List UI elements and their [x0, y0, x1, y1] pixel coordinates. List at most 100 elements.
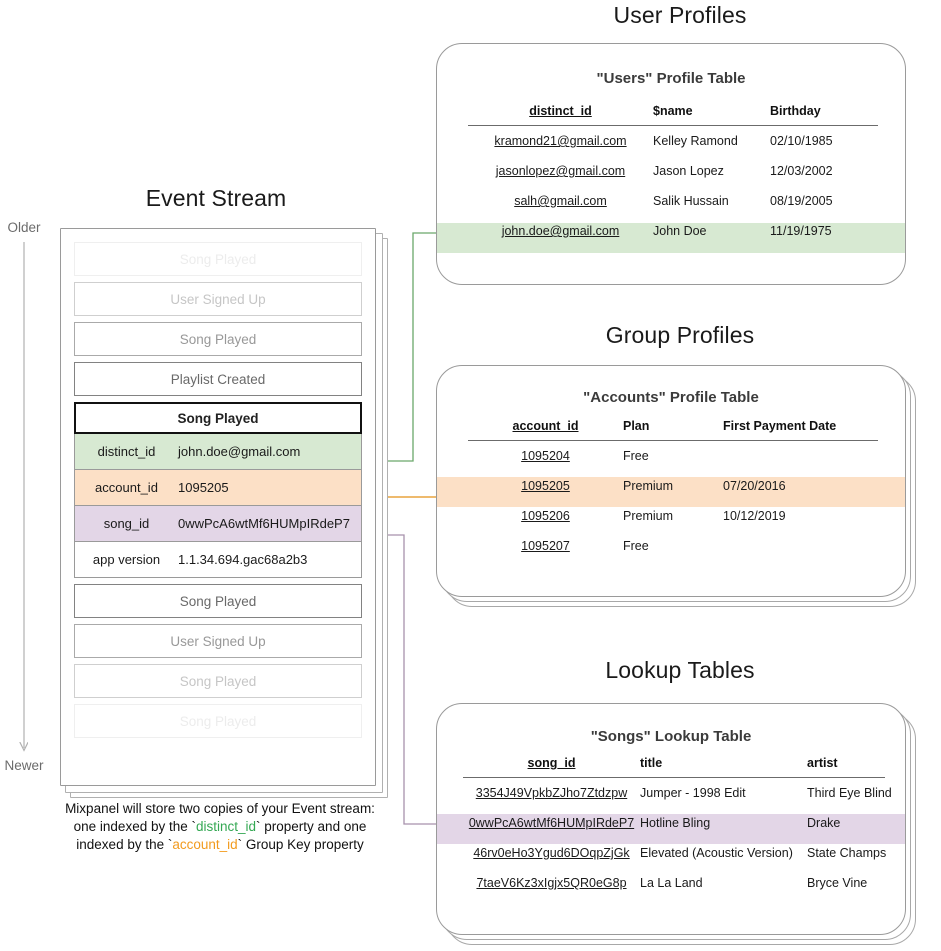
cell-plan: Premium — [623, 479, 674, 493]
users-profile-card: "Users" Profile Table distinct_id $name … — [436, 43, 906, 285]
event-property-key: song_id — [103, 516, 150, 531]
event-card-label: Song Played — [179, 713, 257, 729]
event-card[interactable]: Song Played — [74, 664, 362, 698]
table-row-highlighted[interactable]: 1095205 Premium 07/20/2016 — [468, 471, 878, 501]
event-card-label: Playlist Created — [170, 371, 266, 387]
accounts-profile-table: account_id Plan First Payment Date 10952… — [468, 419, 878, 561]
caption-line-2-prefix: one indexed by the ` — [73, 819, 196, 835]
cell-account-id: 1095204 — [521, 449, 570, 463]
accounts-highlight-band — [437, 477, 905, 507]
table-row[interactable]: 1095206 Premium 10/12/2019 — [468, 501, 878, 531]
cell-birthday: 12/03/2002 — [770, 164, 833, 178]
event-card[interactable]: User Signed Up — [74, 624, 362, 658]
cell-title: La La Land — [640, 876, 703, 890]
users-profile-table: distinct_id $name Birthday kramond21@gma… — [468, 104, 878, 246]
event-card[interactable]: Song Played — [74, 584, 362, 618]
event-property-key: distinct_id — [97, 444, 156, 459]
event-card-label: Song Played — [179, 673, 257, 689]
cell-artist: Bryce Vine — [807, 876, 868, 890]
caption-account-id-token: account_id — [172, 837, 238, 853]
cell-name: Kelley Ramond — [653, 134, 738, 148]
cell-plan: Free — [623, 539, 649, 553]
table-row[interactable]: jasonlopez@gmail.com Jason Lopez 12/03/2… — [468, 156, 878, 186]
cell-distinct-id: kramond21@gmail.com — [494, 134, 627, 148]
table-row[interactable]: kramond21@gmail.com Kelley Ramond 02/10/… — [468, 126, 878, 157]
group-profiles-title: Group Profiles — [605, 322, 755, 348]
accounts-profile-card: "Accounts" Profile Table account_id Plan… — [436, 365, 906, 597]
cell-birthday: 02/10/1985 — [770, 134, 833, 148]
table-row[interactable]: 3354J49VpkbZJho7Ztdzpw Jumper - 1998 Edi… — [463, 778, 892, 809]
cell-title: Jumper - 1998 Edit — [640, 786, 746, 800]
event-card-label: Song Played — [179, 331, 257, 347]
cell-name: Jason Lopez — [653, 164, 724, 178]
column-header-distinct-id: distinct_id — [529, 104, 592, 118]
event-card-label: User Signed Up — [170, 633, 266, 649]
column-header-plan: Plan — [623, 419, 650, 433]
event-property-value: john.doe@gmail.com — [178, 444, 301, 459]
event-property-key: app version — [92, 552, 161, 567]
event-property-key: account_id — [95, 480, 158, 495]
caption-line-3: indexed by the `account_id` Group Key pr… — [35, 836, 405, 854]
event-property-value: 1095205 — [178, 480, 229, 495]
cell-plan: Free — [623, 449, 649, 463]
event-card[interactable]: User Signed Up — [74, 282, 362, 316]
cell-distinct-id: salh@gmail.com — [514, 194, 607, 208]
caption-line-1: Mixpanel will store two copies of your E… — [65, 801, 375, 816]
songs-table-title: "Songs" Lookup Table — [590, 728, 752, 745]
table-row-highlighted[interactable]: john.doe@gmail.com John Doe 11/19/1975 — [468, 216, 878, 246]
event-card[interactable]: Song Played — [74, 242, 362, 276]
songs-lookup-card: "Songs" Lookup Table song_id title artis… — [436, 703, 906, 935]
event-property-row: app version 1.1.34.694.gac68a2b3 — [74, 542, 362, 578]
event-card-label: User Signed Up — [170, 291, 266, 307]
cell-song-id: 0wwPcA6wtMf6HUMpIRdeP7 — [468, 816, 635, 830]
column-header-title: title — [640, 756, 663, 770]
cell-distinct-id: john.doe@gmail.com — [501, 224, 620, 238]
event-property-row: song_id 0wwPcA6wtMf6HUMpIRdeP7 — [74, 506, 362, 542]
cell-song-id: 3354J49VpkbZJho7Ztdzpw — [475, 786, 628, 800]
event-stream-title: Event Stream — [145, 185, 287, 211]
column-header-name: $name — [653, 104, 693, 118]
table-row[interactable]: 1095204 Free — [468, 441, 878, 472]
cell-birthday: 11/19/1975 — [770, 224, 832, 238]
cell-account-id: 1095206 — [521, 509, 570, 523]
cell-first-payment-date: 07/20/2016 — [723, 479, 786, 493]
event-property-row: distinct_id john.doe@gmail.com — [74, 434, 362, 470]
table-row-highlighted[interactable]: 0wwPcA6wtMf6HUMpIRdeP7 Hotline Bling Dra… — [463, 808, 885, 838]
lookup-tables-title: Lookup Tables — [605, 657, 755, 683]
event-property-value: 0wwPcA6wtMf6HUMpIRdeP7 — [178, 516, 350, 531]
cell-artist: Third Eye Blind — [807, 786, 892, 800]
event-card[interactable]: Song Played — [74, 704, 362, 738]
cell-first-payment-date — [723, 441, 878, 472]
caption-line-3-prefix: indexed by the ` — [76, 837, 173, 853]
table-row[interactable]: 46rv0eHo3Ygud6DOqpZjGk Elevated (Acousti… — [463, 838, 887, 868]
cell-name: Salik Hussain — [653, 194, 729, 208]
event-card-label: Song Played — [179, 593, 257, 609]
cell-song-id: 46rv0eHo3Ygud6DOqpZjGk — [473, 846, 630, 860]
event-card[interactable]: Playlist Created — [74, 362, 362, 396]
users-table-title: "Users" Profile Table — [596, 70, 746, 87]
songs-lookup-table: song_id title artist 3354J49VpkbZJho7Ztd… — [463, 756, 892, 898]
caption-line-2-suffix: ` property and one — [256, 819, 367, 835]
event-property-row: account_id 1095205 — [74, 470, 362, 506]
timeline-newer-label: Newer — [4, 758, 44, 773]
column-header-birthday: Birthday — [770, 104, 821, 118]
cell-distinct-id: jasonlopez@gmail.com — [495, 164, 626, 178]
cell-account-id: 1095205 — [521, 479, 570, 493]
cell-song-id: 7taeV6Kz3xIgjx5QR0eG8p — [476, 876, 627, 890]
table-row[interactable]: 1095207 Free — [468, 531, 878, 561]
expanded-event-card[interactable]: Song Played distinct_id john.doe@gmail.c… — [74, 402, 362, 578]
songs-highlight-band — [437, 814, 905, 844]
table-row[interactable]: 7taeV6Kz3xIgjx5QR0eG8p La La Land Bryce … — [463, 868, 885, 898]
table-row[interactable]: salh@gmail.com Salik Hussain 08/19/2005 — [468, 186, 878, 216]
table-header-row: distinct_id $name Birthday — [468, 104, 878, 126]
cell-artist: State Champs — [807, 846, 887, 860]
user-profiles-title: User Profiles — [613, 2, 747, 28]
table-header-row: song_id title artist — [463, 756, 885, 778]
cell-title: Elevated (Acoustic Version) — [640, 846, 793, 860]
event-card[interactable]: Song Played — [74, 322, 362, 356]
users-highlight-band — [437, 223, 905, 253]
accounts-table-title: "Accounts" Profile Table — [583, 389, 759, 406]
cell-title: Hotline Bling — [640, 816, 711, 830]
cell-birthday: 08/19/2005 — [770, 194, 833, 208]
caption-distinct-id-token: distinct_id — [195, 819, 257, 835]
